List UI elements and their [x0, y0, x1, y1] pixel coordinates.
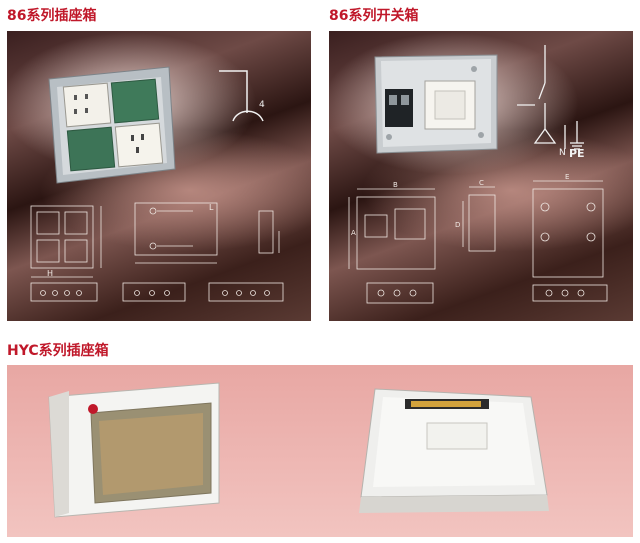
dim-l-label: L [209, 203, 214, 212]
wall-mount-icon [219, 70, 264, 122]
dim-h-label: H [47, 269, 53, 278]
switch-box-86-panel: N PE B C E A D [329, 31, 633, 321]
dim-d-label: D [455, 221, 460, 229]
dim-b-label: B [393, 181, 398, 189]
dim-a-label: A [351, 229, 356, 237]
socket-box-86-photo [48, 66, 176, 184]
hyc-socket-box-drawing [48, 382, 549, 518]
switch-box-86-tech-drawings [348, 180, 608, 304]
pe-label: PE [569, 147, 585, 160]
hyc-socket-box-panel [7, 365, 633, 537]
dim-c-label: C [479, 179, 484, 187]
socket-box-86-tech-drawings [30, 202, 284, 302]
socket-box-86-panel: 4 H L [7, 31, 311, 321]
dim-e-label: E [565, 173, 569, 181]
section-title-86-socket-box: 86系列插座箱 [7, 8, 97, 24]
corner-label: 4 [259, 100, 265, 110]
hyc-enclosure-front-photo [48, 382, 220, 518]
switch-box-86-photo [374, 54, 498, 154]
hyc-enclosure-open-photo [359, 388, 549, 513]
n-label: N [559, 148, 566, 158]
switch-schematic-icon [517, 45, 584, 150]
socket-box-86-drawing: 4 H L [30, 66, 284, 302]
section-title-hyc-socket-box: HYC系列插座箱 [7, 343, 109, 359]
switch-box-86-drawing: N PE B C E A D [348, 45, 608, 304]
section-title-86-switch-box: 86系列开关箱 [329, 8, 419, 24]
